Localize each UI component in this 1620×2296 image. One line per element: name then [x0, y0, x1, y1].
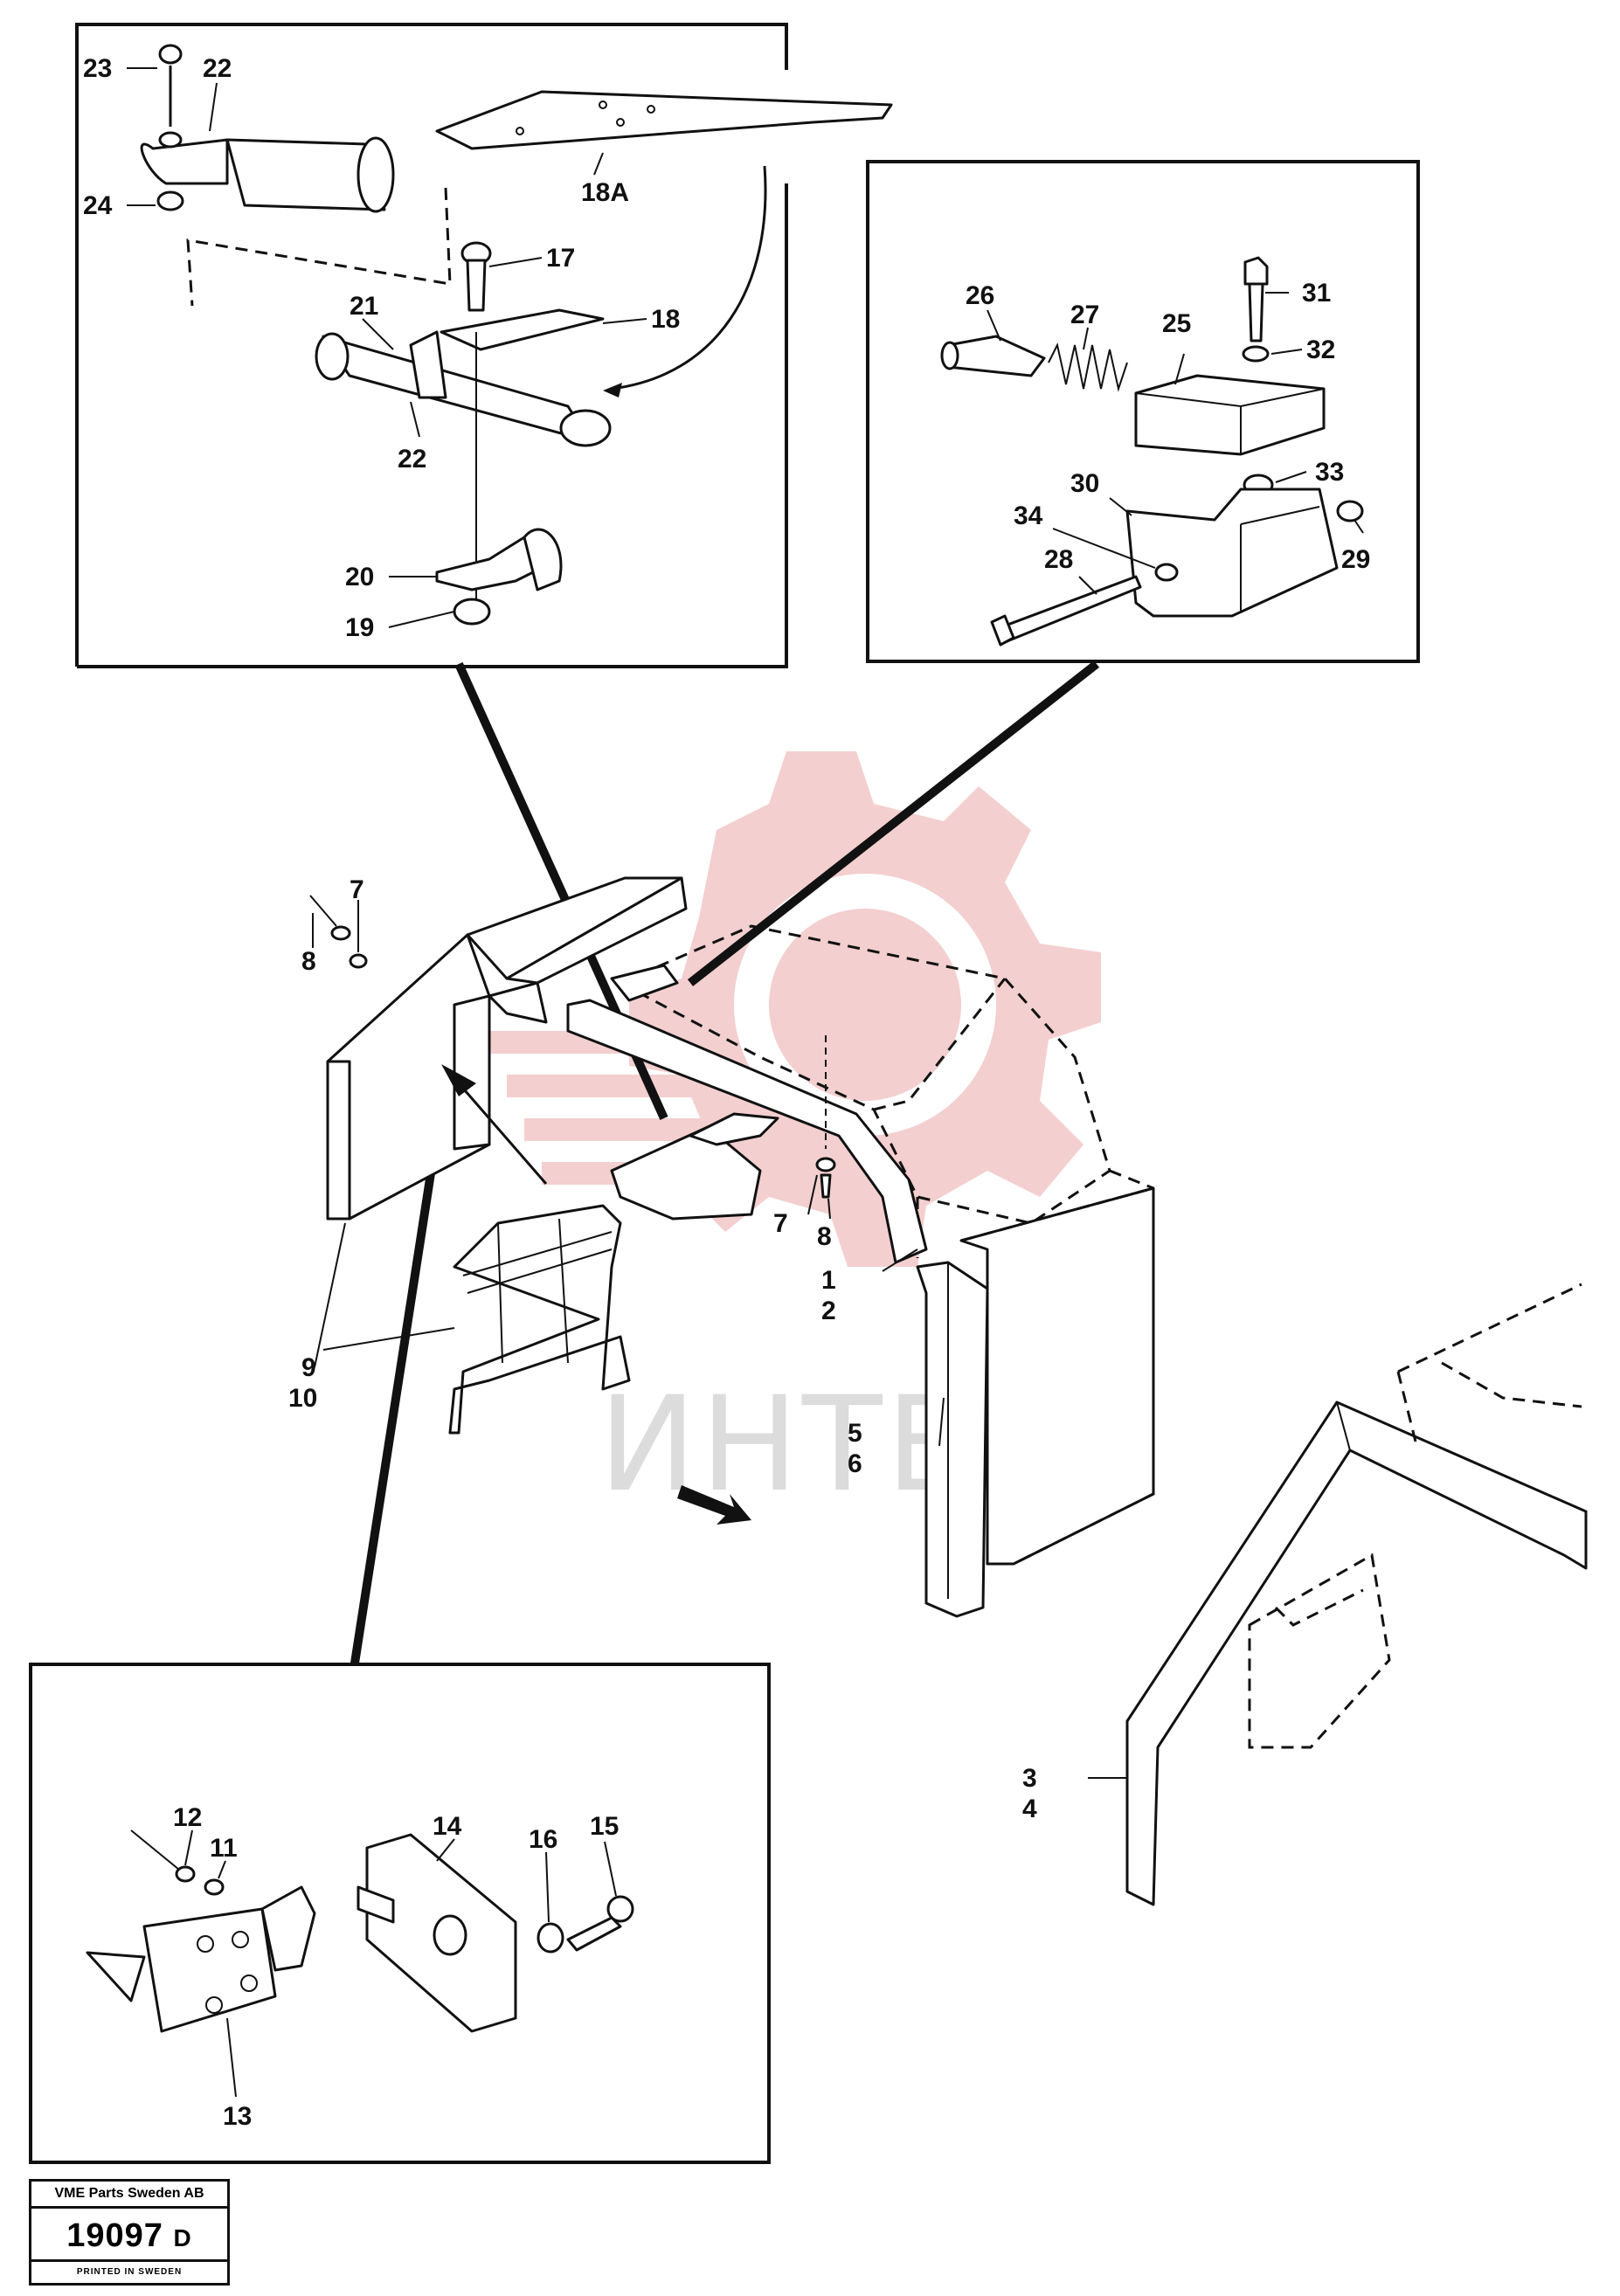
drawing-number-row: 19097 D — [31, 2209, 227, 2263]
callout-7-mid: 7 — [773, 1209, 788, 1238]
callout-27: 27 — [1070, 301, 1099, 329]
callout-14: 14 — [433, 1812, 462, 1841]
callout-5: 5 — [848, 1419, 862, 1448]
callout-8-left: 8 — [301, 947, 316, 976]
callout-22-top: 22 — [203, 54, 232, 83]
callout-labels: 23 22 24 18A 17 18 21 22 20 19 26 27 25 … — [83, 54, 1370, 2131]
callout-20: 20 — [345, 563, 374, 591]
leader-line-top-right — [687, 660, 1100, 986]
callout-25: 25 — [1162, 309, 1191, 338]
callout-34: 34 — [1014, 501, 1043, 530]
callout-3: 3 — [1022, 1764, 1037, 1793]
callout-leaders — [127, 67, 1364, 2098]
callout-22-bottom: 22 — [398, 445, 426, 474]
callout-4: 4 — [1022, 1795, 1037, 1823]
title-block: VME Parts Sweden AB 19097 D PRINTED IN S… — [29, 2179, 230, 2286]
callout-16: 16 — [529, 1825, 557, 1854]
callout-19: 19 — [345, 613, 374, 642]
callout-1: 1 — [821, 1266, 836, 1295]
callout-23: 23 — [83, 54, 112, 83]
drawing-revision: D — [173, 2224, 192, 2251]
main-assembly — [309, 876, 1588, 1906]
callout-26: 26 — [966, 281, 994, 310]
callout-13: 13 — [223, 2102, 252, 2131]
callout-21: 21 — [350, 292, 378, 321]
drawing-number: 19097 — [66, 2217, 163, 2254]
callout-10: 10 — [288, 1384, 317, 1413]
callout-8-mid: 8 — [817, 1222, 832, 1251]
callout-29: 29 — [1341, 545, 1370, 574]
detail-box-lock — [29, 1663, 771, 2164]
printed-in-label: PRINTED IN SWEDEN — [31, 2259, 227, 2283]
direction-arrow-icon — [677, 1485, 751, 1525]
callout-32: 32 — [1306, 335, 1335, 364]
callout-15: 15 — [590, 1812, 619, 1841]
callout-30: 30 — [1070, 469, 1099, 498]
callout-2: 2 — [821, 1297, 836, 1325]
callout-12: 12 — [173, 1803, 202, 1832]
callout-28: 28 — [1044, 545, 1073, 574]
callout-6: 6 — [848, 1449, 862, 1478]
detail-box-latch-block — [866, 160, 1420, 663]
callout-9: 9 — [301, 1353, 316, 1382]
callout-17: 17 — [546, 244, 575, 273]
callout-31: 31 — [1302, 279, 1331, 308]
callout-7-left: 7 — [350, 875, 364, 904]
callout-33: 33 — [1315, 458, 1344, 487]
callout-18A: 18A — [581, 178, 629, 207]
detail-box-hinge — [75, 23, 893, 668]
leader-line-bottom — [350, 1161, 437, 1670]
callout-24: 24 — [83, 191, 113, 220]
callout-11: 11 — [210, 1834, 238, 1863]
callout-18: 18 — [651, 305, 680, 334]
company-name: VME Parts Sweden AB — [31, 2182, 227, 2209]
